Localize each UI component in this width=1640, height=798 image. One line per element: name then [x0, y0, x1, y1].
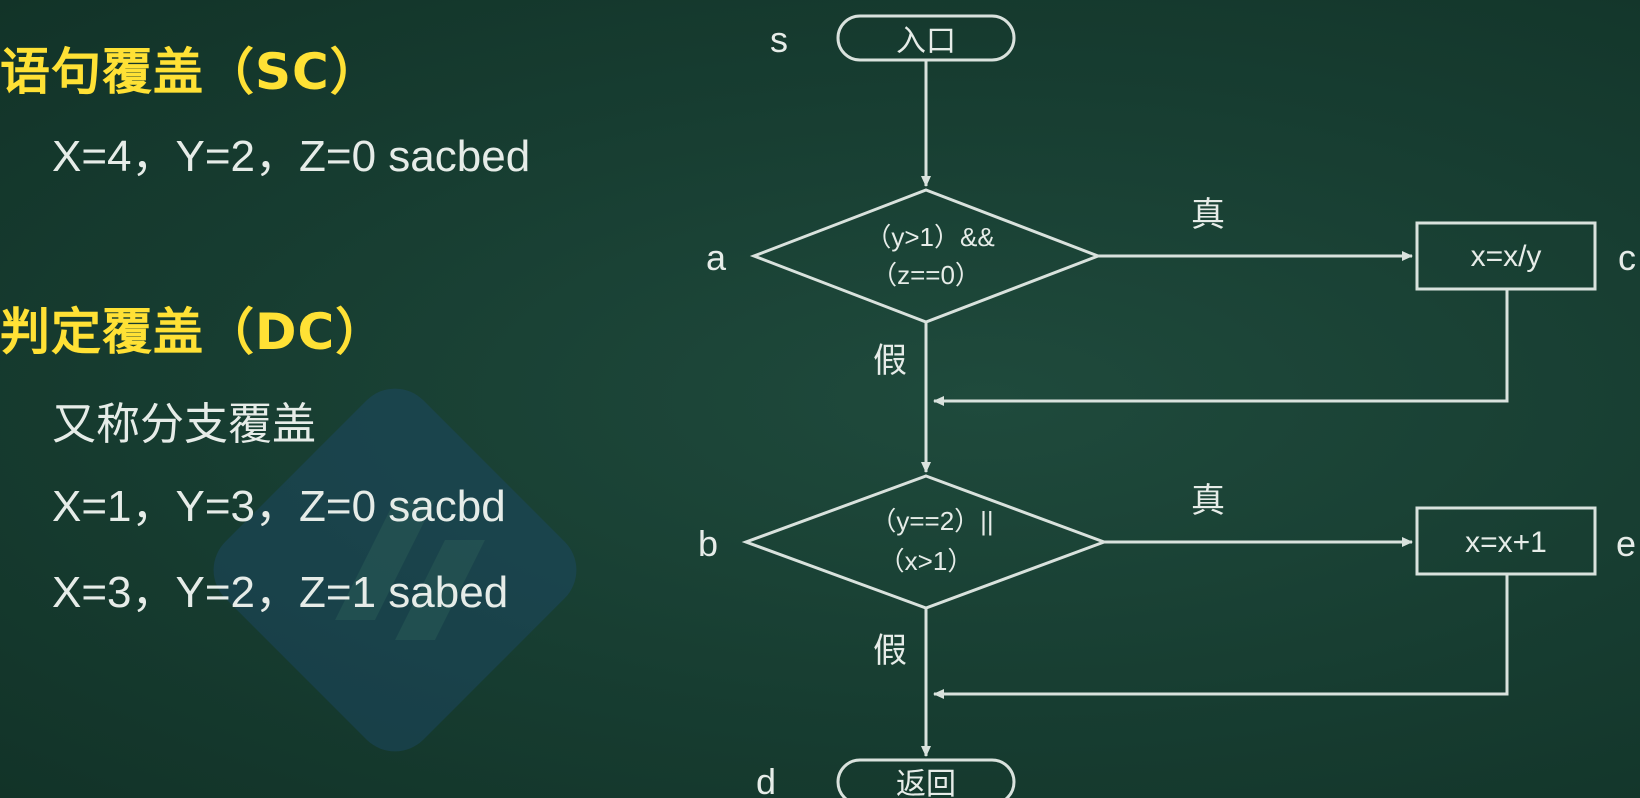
process-c-label: x=x/y	[1471, 240, 1542, 273]
decision-b-line2: （x>1）	[879, 546, 974, 576]
exit-label: 返回	[896, 768, 956, 798]
node-a-label: a	[706, 237, 727, 278]
decision-a-line2: （z==0）	[871, 260, 981, 290]
dc-example-2: X=3，Y=2，Z=1 sabed	[52, 568, 509, 617]
decision-a	[749, 188, 1103, 324]
dc-heading: 判定覆盖（DC）	[0, 303, 387, 361]
node-s-label: s	[770, 19, 788, 60]
process-e-label: x=x+1	[1465, 526, 1547, 559]
decision-a-false-label: 假	[873, 342, 907, 380]
edge-e-return	[933, 574, 1509, 699]
decision-a-true-label: 真	[1191, 196, 1225, 234]
sc-heading: 语句覆盖（SC）	[0, 43, 381, 101]
decision-b	[741, 474, 1109, 610]
node-c-label: c	[1618, 237, 1636, 278]
decision-b-line1: （y==2）||	[870, 506, 993, 536]
decision-b-false-label: 假	[873, 632, 907, 670]
decision-a-line1: （y>1）&&	[865, 222, 994, 252]
node-d-label: d	[756, 761, 776, 798]
dc-note: 又称分支覆盖	[52, 400, 316, 449]
decision-b-true-label: 真	[1191, 482, 1225, 520]
dc-example-1: X=1，Y=3，Z=0 sacbd	[52, 482, 506, 531]
node-e-label: e	[1616, 523, 1636, 564]
entry-label: 入口	[896, 25, 956, 58]
sc-example: X=4，Y=2，Z=0 sacbed	[52, 132, 531, 181]
node-b-label: b	[698, 523, 718, 564]
edge-c-return	[933, 289, 1509, 406]
exit-terminal	[836, 758, 1016, 798]
